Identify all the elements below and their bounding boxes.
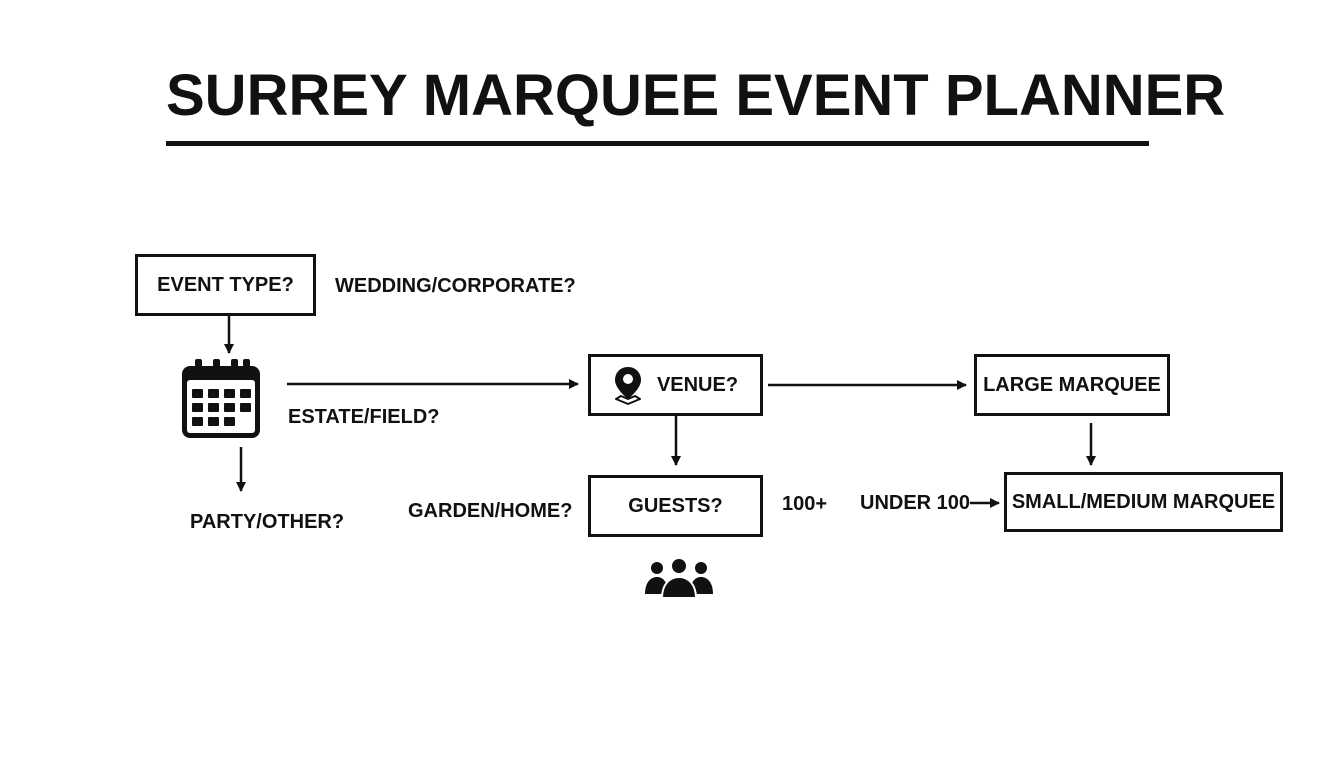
node-venue: VENUE? [588, 354, 763, 416]
label-estate-field: ESTATE/FIELD? [288, 406, 440, 428]
node-event-type: EVENT TYPE? [135, 254, 316, 316]
label-party-other: PARTY/OTHER? [190, 511, 345, 533]
node-event-type-label: EVENT TYPE? [157, 273, 294, 296]
node-guests-label: GUESTS? [628, 494, 723, 517]
node-large-marquee-label: LARGE MARQUEE [983, 373, 1161, 396]
node-large-marquee: LARGE MARQUEE [974, 354, 1170, 416]
title-underline [166, 141, 1149, 146]
node-guests: GUESTS? [588, 475, 763, 537]
label-wedding-corporate: WEDDING/CORPORATE? [335, 275, 576, 297]
node-venue-label: VENUE? [656, 373, 739, 396]
node-small-medium-marquee-label: SMALL/MEDIUM MARQUEE [1011, 490, 1276, 513]
label-100-plus: 100+ [782, 493, 828, 515]
label-under-100: UNDER 100 [860, 492, 971, 514]
node-small-medium-marquee: SMALL/MEDIUM MARQUEE [1004, 472, 1283, 532]
calendar-icon [182, 359, 260, 438]
map-pin-icon [614, 367, 641, 405]
page-title: SURREY MARQUEE EVENT PLANNER [166, 63, 1226, 128]
label-garden-home: GARDEN/HOME? [408, 500, 573, 522]
people-group-icon [645, 557, 713, 599]
